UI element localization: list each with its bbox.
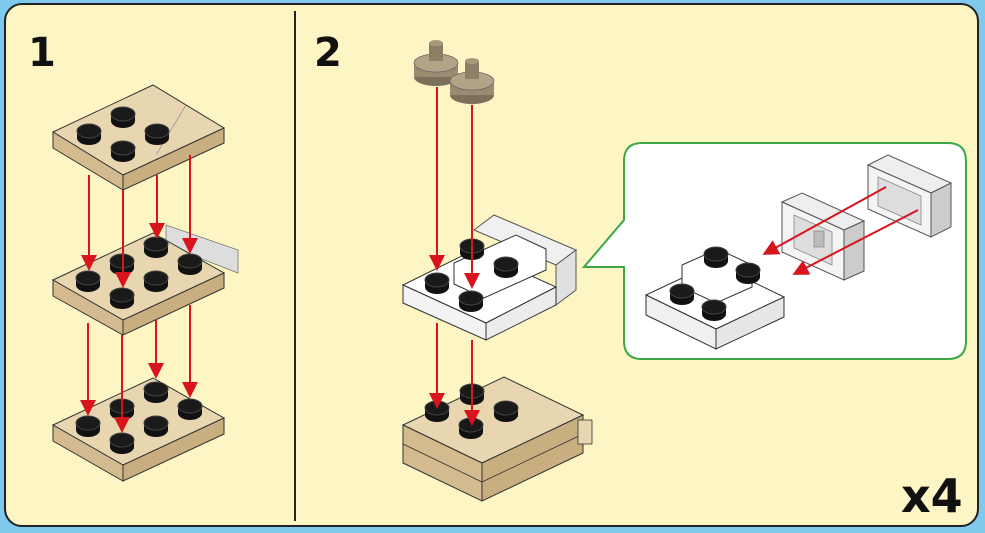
step2-white-slope-icon — [401, 214, 577, 341]
step1-bottom-plate-icon — [51, 377, 226, 482]
step-1-number: 1 — [28, 30, 56, 76]
instruction-panel: 1 2 x4 — [4, 3, 979, 527]
slope-brick-icon — [644, 246, 786, 350]
round-tile-icon — [413, 40, 459, 86]
detail-callout — [581, 142, 967, 360]
step1-top-plate-icon — [51, 84, 226, 191]
clip-piece-icon — [780, 192, 866, 281]
step1-middle-plate-icon — [51, 224, 239, 336]
assembly-diagram — [51, 11, 967, 521]
round-tile-icon — [449, 58, 495, 104]
quantity-multiplier: x4 — [901, 469, 963, 523]
step2-tan-base-icon — [401, 376, 593, 502]
step-2-number: 2 — [314, 30, 342, 76]
